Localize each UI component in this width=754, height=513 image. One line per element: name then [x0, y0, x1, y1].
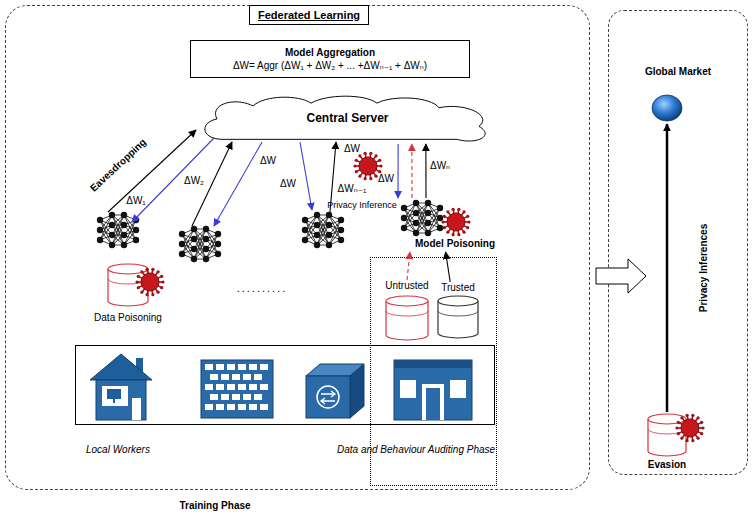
update-connector [411, 144, 412, 198]
virus-icon [135, 268, 164, 297]
database-cylinder [386, 296, 428, 340]
office-icon [201, 360, 273, 418]
update-arrow [108, 130, 196, 212]
threat-label: Privacy Inferences [698, 224, 709, 312]
update-arrow [330, 142, 336, 212]
node-text: Central Server [306, 111, 388, 125]
client-icon [400, 198, 450, 238]
database-cylinder [438, 296, 478, 338]
ellipsis-mark: .......... [237, 282, 288, 294]
transition-arrow [596, 259, 646, 293]
update-connector [397, 144, 398, 198]
virus-icon [675, 414, 704, 443]
update-connector [446, 252, 451, 282]
node-text: Data and Behaviour Auditing Phase [337, 444, 495, 455]
update-connector [407, 252, 410, 280]
edge-label: ΔW [378, 173, 394, 184]
virus-icon [441, 208, 470, 237]
update-arrow [300, 142, 312, 210]
update-label: ΔW [260, 155, 276, 166]
shop-icon [394, 360, 472, 420]
phase-caption: Training Phase [179, 500, 250, 511]
node-text: ΔW= Aggr (ΔW₁ + ΔW₂ + ... +ΔWₙ₋₁ + ΔWₙ) [233, 60, 427, 71]
neural-net-icon [97, 212, 139, 248]
phase-frame: Federated LearningModel AggregationΔW= A… [5, 5, 590, 490]
node-text: Trusted [432, 282, 484, 293]
switch-icon [306, 364, 364, 418]
node-text: Data Poisoning [88, 312, 168, 323]
database-cylinder [648, 414, 686, 456]
audit-frame: Data and Behaviour Auditing PhaseUntrust… [370, 257, 497, 486]
data-store: Data Poisoning [88, 262, 168, 330]
neural-net-icon [401, 200, 443, 236]
node-text: Federated Learning [249, 5, 369, 25]
neural-net-icon [302, 212, 344, 248]
virus-icon [353, 152, 382, 181]
aggregation-box: Model AggregationΔW= Aggr (ΔW₁ + ΔW₂ + .… [190, 40, 470, 78]
server-cloud: Central Server [195, 92, 500, 144]
update-label: ΔWₙ₋₁ [338, 183, 367, 194]
update-arrow [132, 138, 214, 222]
node-text: Model Aggregation [285, 47, 375, 58]
workers-illustration [76, 346, 494, 424]
data-store: Trusted [432, 282, 484, 344]
data-store: Untrusted [377, 280, 437, 348]
threat-label: Privacy Inference [327, 200, 397, 210]
market-frame: Global MarketEvasion [608, 10, 748, 475]
node-text: Evasion [637, 459, 697, 470]
house-icon [90, 354, 152, 420]
node-text: Untrusted [377, 280, 437, 291]
update-connector [425, 144, 426, 198]
node-text: Model Poisoning [415, 238, 495, 249]
update-arrow [192, 142, 232, 226]
node-text: Local Workers [86, 444, 150, 455]
update-label: ΔW₂ [184, 175, 204, 186]
node-text: Global Market [609, 66, 747, 77]
cloud-outline [205, 96, 485, 141]
update-label: ΔW [344, 143, 360, 154]
threat-label: Eavesdropping [88, 136, 148, 193]
update-label: ΔW [280, 178, 296, 189]
client-model: Model Poisoning [395, 198, 487, 252]
edge-label: ΔWₙ [430, 160, 450, 171]
workers-box: Local Workers [75, 345, 495, 425]
update-label: ΔW₁ [126, 195, 146, 206]
update-arrow [214, 142, 262, 226]
neural-net-icon [179, 226, 221, 262]
inference-arrow [666, 124, 669, 412]
market-sphere [652, 95, 682, 121]
